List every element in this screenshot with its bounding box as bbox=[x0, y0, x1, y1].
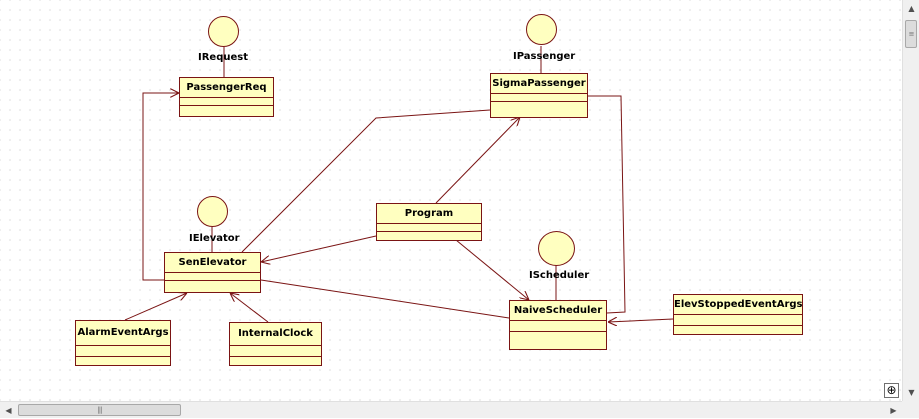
connectors-layer bbox=[124, 46, 674, 401]
class-attributes bbox=[491, 94, 587, 102]
scroll-up-button[interactable]: ▲ bbox=[903, 0, 919, 17]
ipassenger-label: IPassenger bbox=[513, 51, 576, 62]
assoc-sigmapassenger-naivescheduler bbox=[588, 95, 626, 314]
class-operations bbox=[377, 232, 481, 239]
class-operations bbox=[510, 332, 606, 342]
class-operations bbox=[76, 357, 170, 364]
grip-icon: ≡ bbox=[908, 29, 915, 38]
class-name: AlarmEventArgs bbox=[76, 321, 170, 346]
assoc-senelevator-passengerreq bbox=[142, 93, 179, 281]
class-attributes bbox=[377, 224, 481, 232]
class-program[interactable]: Program bbox=[376, 203, 482, 241]
class-operations bbox=[674, 326, 802, 333]
class-name: NaiveScheduler bbox=[510, 301, 606, 321]
horizontal-scrollbar[interactable]: ◀ ||| ▶ bbox=[0, 401, 902, 418]
class-passengerreq[interactable]: PassengerReq bbox=[179, 77, 274, 117]
vertical-scrollbar[interactable]: ▲ ≡ ▼ bbox=[902, 0, 919, 401]
assoc-program-senelevator bbox=[261, 235, 377, 262]
assoc-program-sigmapassenger bbox=[435, 117, 520, 204]
navigate-icon: ⊕ bbox=[886, 383, 897, 397]
class-naivescheduler[interactable]: NaiveScheduler bbox=[509, 300, 607, 350]
assoc-senelevator-sigmapassenger bbox=[241, 109, 491, 253]
assoc-elevstopped-naivescheduler bbox=[608, 319, 674, 322]
assoc-senelevator-naivescheduler bbox=[260, 279, 510, 319]
scroll-right-icon: ▶ bbox=[890, 406, 897, 415]
scroll-right-button[interactable]: ▶ bbox=[885, 402, 902, 419]
class-name: PassengerReq bbox=[180, 78, 273, 98]
ischeduler-interface-icon[interactable] bbox=[538, 231, 575, 266]
ipassenger-interface-icon[interactable] bbox=[526, 14, 557, 45]
class-sigmapassenger[interactable]: SigmaPassenger bbox=[490, 73, 588, 118]
class-name: ElevStoppedEventArgs bbox=[674, 295, 802, 315]
class-senelevator[interactable]: SenElevator bbox=[164, 252, 261, 293]
ischeduler-label: IScheduler bbox=[529, 270, 590, 281]
scroll-up-icon: ▲ bbox=[908, 4, 915, 13]
class-attributes bbox=[180, 98, 273, 106]
horizontal-scroll-thumb[interactable]: ||| bbox=[18, 404, 181, 416]
assoc-alarm-senelevator bbox=[124, 293, 187, 321]
scroll-left-icon: ◀ bbox=[5, 406, 12, 415]
grip-icon: ||| bbox=[97, 405, 102, 414]
irequest-interface-icon[interactable] bbox=[208, 16, 239, 47]
class-operations bbox=[491, 102, 587, 109]
ielevator-label: IElevator bbox=[189, 233, 240, 244]
class-name: SenElevator bbox=[165, 253, 260, 273]
class-attributes bbox=[230, 346, 321, 357]
class-operations bbox=[165, 281, 260, 288]
class-elevstoppedeventargs[interactable]: ElevStoppedEventArgs bbox=[673, 294, 803, 335]
class-operations bbox=[230, 357, 321, 364]
class-name: InternalClock bbox=[230, 323, 321, 346]
pan-navigator-button[interactable]: ⊕ bbox=[884, 383, 899, 398]
class-attributes bbox=[674, 315, 802, 326]
class-attributes bbox=[510, 321, 606, 332]
class-name: SigmaPassenger bbox=[491, 74, 587, 94]
class-operations bbox=[180, 106, 273, 113]
diagram-canvas[interactable]: IRequest IPassenger IElevator IScheduler… bbox=[0, 0, 902, 401]
assoc-clock-senelevator bbox=[230, 293, 269, 323]
scroll-down-icon: ▼ bbox=[908, 388, 915, 397]
class-alarmeventargs[interactable]: AlarmEventArgs bbox=[75, 320, 171, 366]
vertical-scroll-thumb[interactable]: ≡ bbox=[905, 20, 917, 48]
ielevator-interface-icon[interactable] bbox=[197, 196, 228, 227]
class-attributes bbox=[165, 273, 260, 281]
class-attributes bbox=[76, 346, 170, 357]
scroll-left-button[interactable]: ◀ bbox=[0, 402, 17, 419]
scroll-down-button[interactable]: ▼ bbox=[903, 384, 919, 401]
class-internalclock[interactable]: InternalClock bbox=[229, 322, 322, 366]
class-name: Program bbox=[377, 204, 481, 224]
assoc-program-naivescheduler bbox=[455, 239, 529, 300]
irequest-label: IRequest bbox=[198, 52, 248, 63]
scrollbar-corner bbox=[902, 401, 919, 418]
